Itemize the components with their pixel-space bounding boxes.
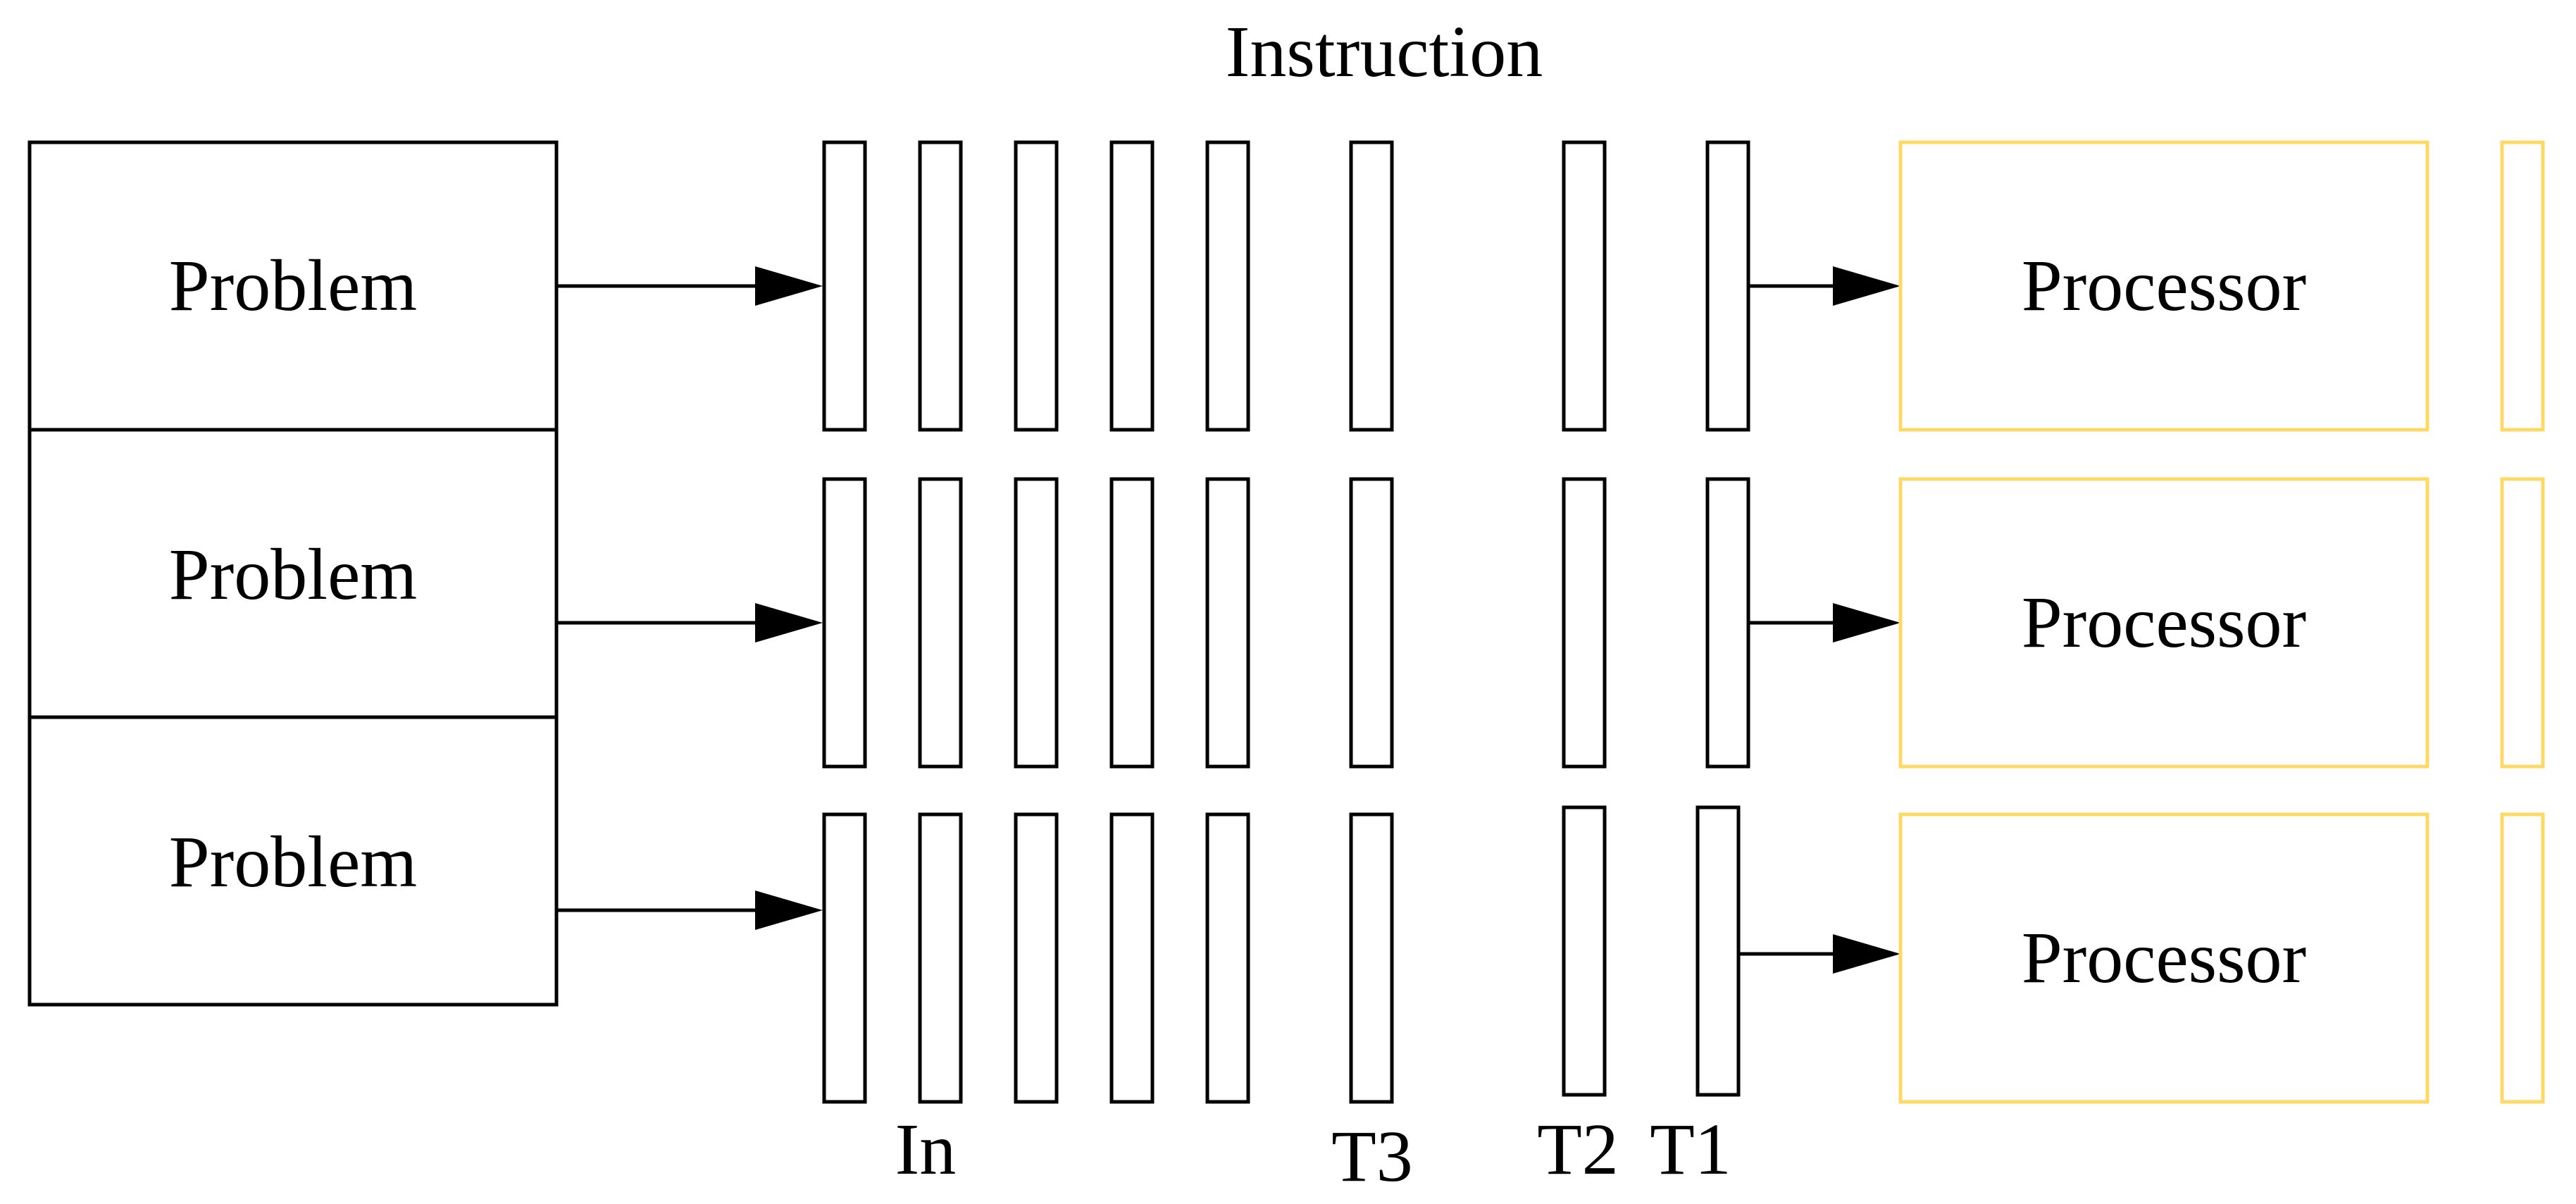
instruction-slot [1349,812,1394,1104]
instruction-slot [918,812,963,1104]
instruction-slot [1562,805,1607,1097]
instruction-slot [1562,477,1607,769]
instruction-slot [1109,477,1155,769]
instruction-slot [1014,140,1059,432]
problem-box-3 [27,715,559,1007]
output-arrows [1738,266,1900,974]
instruction-slot [1349,477,1394,769]
processor-column [1898,140,2545,1104]
slot-label-in: In [895,1109,957,1190]
problem-label-3: Problem [169,821,417,902]
processor-label-1: Processor [2022,245,2306,326]
instruction-slot [822,140,867,432]
instruction-slot [1109,812,1155,1104]
instruction-slot [822,812,867,1104]
instruction-slot [1014,477,1059,769]
instruction-slot [1705,477,1750,769]
problem-label-1: Problem [169,245,417,326]
output-arrowhead-3 [1833,934,1900,974]
input-arrows [556,266,823,930]
input-arrowhead-1 [755,266,823,306]
processor-box-1 [1898,140,2429,432]
diagram-title: Instruction [1226,11,1543,92]
processor-box-2 [1898,477,2429,769]
instruction-slot [1109,140,1155,432]
processor-edge-1 [2500,140,2545,432]
input-arrowhead-2 [755,603,823,643]
instruction-slot [1695,805,1741,1097]
processor-box-3 [1898,812,2429,1104]
instruction-slot [822,477,867,769]
instruction-slot [1014,812,1059,1104]
instruction-slot [1349,140,1394,432]
instruction-slot [1562,140,1607,432]
instruction-slots-row-2 [822,477,1750,769]
instruction-slot [1705,140,1750,432]
instruction-slot [918,140,963,432]
instruction-slot [1205,477,1250,769]
output-arrowhead-1 [1833,266,1900,306]
instruction-slot [918,477,963,769]
problem-label-2: Problem [169,534,417,615]
instruction-slots-row-3 [822,805,1741,1104]
output-arrowhead-2 [1833,603,1900,643]
input-arrowhead-3 [755,890,823,930]
slot-label-t1: T1 [1650,1109,1731,1190]
slot-label-t3: T3 [1331,1116,1413,1197]
processor-edge-2 [2500,477,2545,769]
slot-label-t2: T2 [1537,1109,1619,1190]
instruction-slots-row-1 [822,140,1750,432]
instruction-slot [1205,140,1250,432]
processor-edge-3 [2500,812,2545,1104]
processor-label-3: Processor [2022,917,2306,998]
instruction-slot [1205,812,1250,1104]
processor-label-2: Processor [2022,582,2306,663]
